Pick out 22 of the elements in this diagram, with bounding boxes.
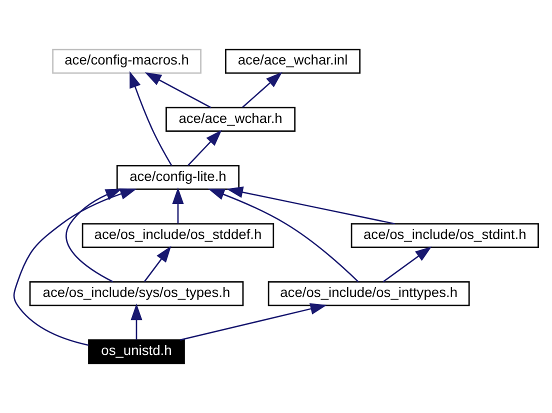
node-box: os_unistd.h <box>88 339 185 364</box>
arrow <box>144 72 212 108</box>
node-box: ace/os_include/os_stddef.h <box>82 223 274 248</box>
node-box: ace/os_include/os_stdint.h <box>350 223 539 248</box>
arrow <box>13 188 137 346</box>
node-box: ace/ace_wchar.inl <box>225 48 361 74</box>
node-box: ace/os_include/sys/os_types.h <box>29 281 244 306</box>
arrow <box>180 303 327 341</box>
arrow <box>382 246 432 282</box>
node-box: ace/config-macros.h <box>52 48 202 74</box>
arrow <box>226 186 395 224</box>
arrow <box>188 130 222 166</box>
arrow <box>208 188 359 282</box>
arrow <box>130 304 142 340</box>
arrow <box>242 72 282 108</box>
node-box: ace/ace_wchar.h <box>166 106 296 132</box>
node-box: ace/config-lite.h <box>116 165 240 190</box>
arrow <box>172 187 184 224</box>
node-box: ace/os_include/os_inttypes.h <box>268 281 470 306</box>
arrow <box>66 188 122 282</box>
arrow <box>130 71 172 166</box>
arrow <box>144 246 172 282</box>
